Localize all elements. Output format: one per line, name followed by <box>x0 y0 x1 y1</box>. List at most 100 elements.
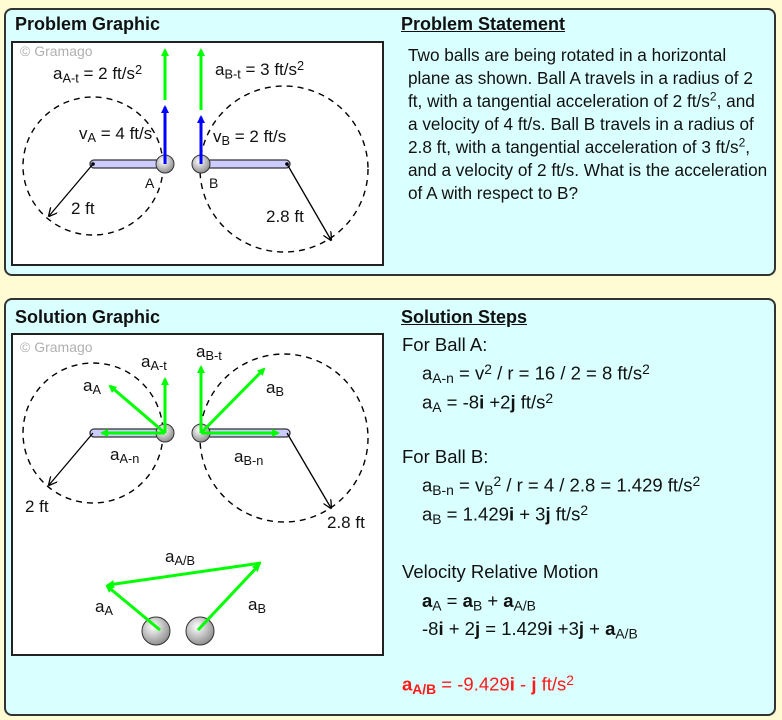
text-segment: B <box>472 597 483 614</box>
text-segment: / r = 4 / 2.8 = 1.429 ft/s <box>501 474 693 496</box>
vector-ball-a <box>141 616 171 646</box>
text-segment: A/B <box>615 625 638 642</box>
text-segment: For Ball B: <box>402 446 489 467</box>
text-segment: 2 ft <box>25 497 49 516</box>
text-segment: + <box>482 590 504 611</box>
text-segment: v <box>79 124 88 143</box>
text-segment: a <box>422 503 433 525</box>
label-aB-vector: aB <box>248 596 266 616</box>
text-segment: 2 <box>566 672 574 688</box>
text-segment: A <box>432 399 442 416</box>
text-segment: A-n <box>119 451 140 467</box>
text-segment: A-n <box>432 370 454 387</box>
step-ball-a-title: For Ball A: <box>402 334 488 355</box>
text-segment: B <box>432 511 442 528</box>
text-segment: A <box>104 603 113 619</box>
vector-aB-arrow <box>196 563 261 632</box>
label-radius-b: 2.8 ft <box>327 514 365 531</box>
text-segment: 2 ft <box>71 199 95 218</box>
text-segment: A <box>92 382 101 398</box>
text-segment: = 1.429 <box>441 503 509 525</box>
text-segment: A/B <box>174 553 196 569</box>
text-segment: = <box>441 590 463 611</box>
text-segment: A <box>145 175 155 191</box>
label-aA-vector: aA <box>95 598 113 618</box>
label-ball-a: A <box>145 176 154 190</box>
label-aA: aA <box>83 377 101 397</box>
vector-aAB-arrow <box>106 561 262 589</box>
text-segment: v <box>213 127 222 146</box>
text-segment: B <box>209 175 219 191</box>
text-segment: a <box>402 673 413 695</box>
sol-path-circle-b <box>199 353 369 523</box>
text-segment: a <box>196 342 206 361</box>
text-segment: j <box>578 618 585 639</box>
text-segment: B <box>484 482 494 499</box>
solution-graphic-title: Solution Graphic <box>15 307 161 327</box>
accel-arrow-a <box>108 384 166 435</box>
text-segment: A <box>432 597 442 614</box>
step-relative-eq: aA = aB + aA/B <box>422 590 536 614</box>
text-segment: +3 <box>552 618 579 639</box>
text-segment: = 2 ft/s <box>78 64 135 84</box>
text-segment: i <box>438 618 444 639</box>
text-segment: i <box>509 673 515 695</box>
path-circle-b <box>199 85 369 253</box>
vector-aA-arrow <box>105 584 161 632</box>
text-segment: - <box>514 673 532 695</box>
text-segment: i <box>479 391 485 413</box>
text-segment: ft/s <box>515 391 546 413</box>
text-segment: a <box>503 590 514 611</box>
text-segment: a <box>110 445 120 464</box>
text-segment: A/B <box>513 597 536 614</box>
text-segment: a <box>422 474 433 496</box>
text-segment: 2 <box>135 62 143 77</box>
label-ball-b: B <box>209 176 218 190</box>
step-ball-b-normal: aB-n = vB2 / r = 4 / 2.8 = 1.429 ft/s2 <box>422 474 700 499</box>
text-segment: j <box>545 503 551 525</box>
text-segment: 2 <box>545 390 554 406</box>
text-segment: a <box>605 618 616 639</box>
text-segment: A/B <box>412 681 437 698</box>
watermark: © Gramago <box>20 339 93 355</box>
label-radius-a: 2 ft <box>25 498 49 515</box>
text-segment: j <box>510 391 516 413</box>
text-segment: / r = 16 / 2 = 8 ft/s <box>491 362 643 384</box>
text-segment: For Ball A: <box>402 334 488 355</box>
label-vA: vA = 4 ft/s <box>79 125 152 145</box>
text-segment: , and a velocity of 4 ft/s. Ball B trave… <box>408 91 755 157</box>
text-segment: A <box>87 130 97 146</box>
text-segment: B-t <box>224 66 241 82</box>
radius-arrow-a <box>49 163 94 216</box>
problem-statement: Two balls are being rotated in a horizon… <box>408 44 768 205</box>
text-segment: a <box>234 447 244 466</box>
label-aBt: aB-t <box>196 343 222 363</box>
watermark: © Gramago <box>20 43 93 59</box>
text-segment: a <box>53 64 63 84</box>
step-ball-b-title: For Ball B: <box>402 446 489 467</box>
step-relative-sub: -8i + 2j = 1.429i +3j + aA/B <box>422 618 638 642</box>
text-segment: a <box>248 595 258 614</box>
problem-graphic <box>11 41 384 266</box>
text-segment: j <box>474 618 481 639</box>
step-relative-title: Velocity Relative Motion <box>402 562 598 582</box>
text-segment: = 3 ft/s <box>240 60 297 80</box>
text-segment: = 1.429 <box>480 618 548 639</box>
text-segment: a <box>141 352 151 371</box>
text-segment: , and a velocity of 2 ft/s. What is the … <box>408 137 768 203</box>
solution-graphic <box>11 333 384 656</box>
text-segment: B-n <box>243 453 264 469</box>
text-segment: a <box>83 376 93 395</box>
label-aB: aB <box>266 379 284 399</box>
text-segment: Two balls are being rotated in a horizon… <box>408 45 753 111</box>
text-segment: ft/s <box>536 673 567 695</box>
sol-radius-arrow-b <box>286 432 331 508</box>
label-aAt: aA-t <box>141 353 167 373</box>
text-segment: + 2 <box>443 618 475 639</box>
label-radius-b: 2.8 ft <box>266 208 304 225</box>
text-segment: 2 <box>738 135 746 150</box>
text-segment: ft/s <box>550 503 581 525</box>
text-segment: 2 <box>580 502 589 518</box>
text-segment: 2.8 ft <box>327 513 365 532</box>
